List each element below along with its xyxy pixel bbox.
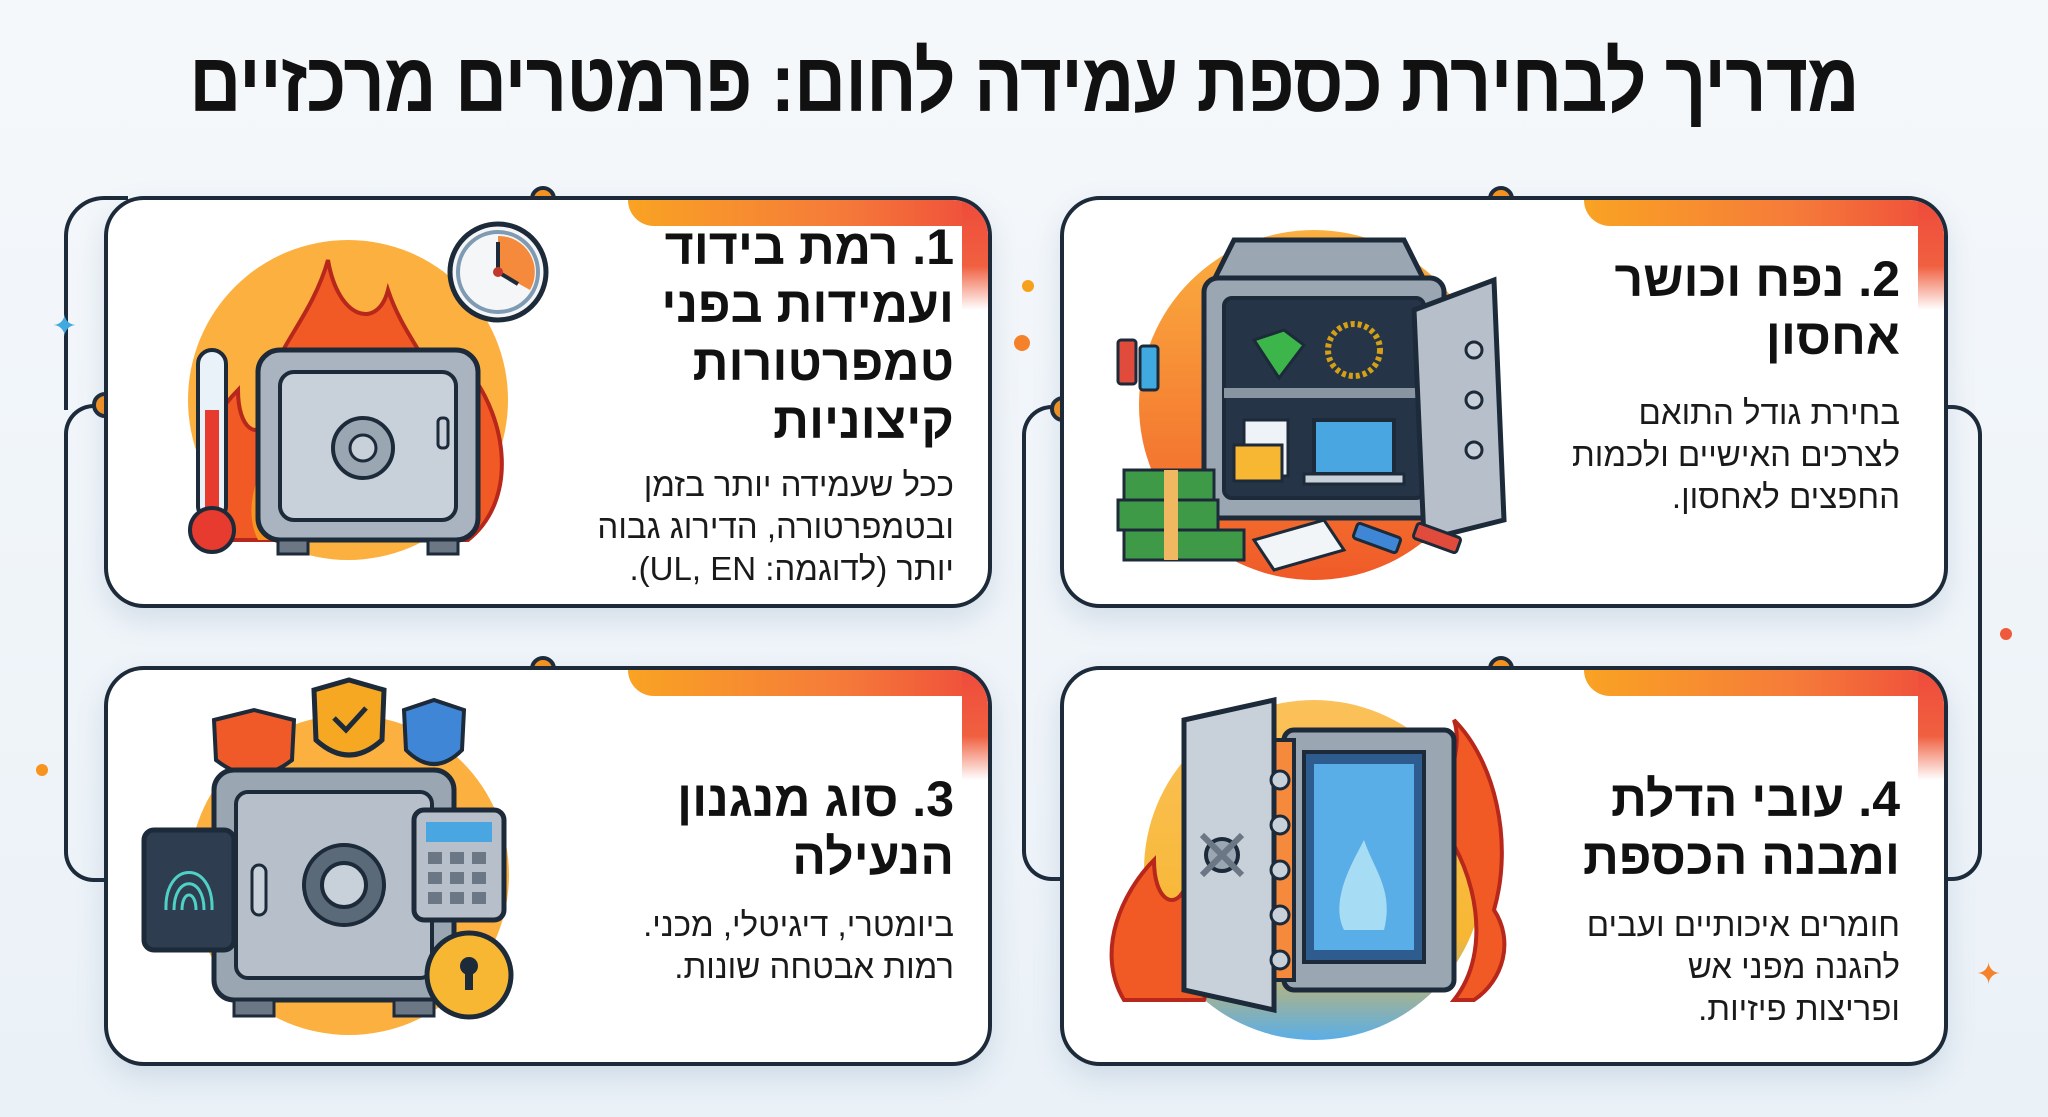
open-safe-valuables-icon: ✦ — [1104, 220, 1524, 590]
thick-door-safe-fire-icon — [1094, 680, 1514, 1050]
decor-dot — [36, 764, 48, 776]
card-insulation: 1. רמת בידוד ועמידות בפני טמפרטורות קיצו… — [104, 196, 992, 608]
card-accent-bar — [1584, 670, 1944, 696]
card-title: 1. רמת בידוד ועמידות בפני טמפרטורות קיצו… — [661, 219, 954, 449]
decor-dot — [1014, 335, 1030, 351]
card-accent-edge — [1918, 200, 1944, 310]
card-lock-mechanism: 3. סוג מנגנון הנעילה ביומטרי, דיגיטלי, מ… — [104, 666, 992, 1066]
connector-left — [64, 196, 128, 410]
card-accent-bar — [628, 670, 988, 696]
safe-lock-mechanisms-icon — [134, 670, 554, 1050]
card-description: חומרים איכותיים ועבים להגנה מפני אש ופרי… — [1586, 906, 1900, 1027]
card-text: 1. רמת בידוד ועמידות בפני טמפרטורות קיצו… — [514, 218, 954, 590]
page-title: מדריך לבחירת כספת עמידה לחום: פרמטרים מר… — [189, 35, 1859, 129]
card-accent-edge — [962, 670, 988, 780]
sparkle-icon: ✦ — [52, 309, 78, 344]
card-title: 3. סוג מנגנון הנעילה — [677, 771, 954, 885]
card-text: 3. סוג מנגנון הנעילה ביומטרי, דיגיטלי, מ… — [554, 770, 954, 988]
card-accent-edge — [1918, 670, 1944, 780]
card-title: 2. נפח וכושר אחסון — [1614, 251, 1900, 365]
card-description: ככל שעמידה יותר בזמן ובטמפרטורה, הדירוג … — [597, 466, 954, 587]
connector-center — [1022, 405, 1064, 881]
card-description: בחירת גודל התואם לצרכים האישיים ולכמות ה… — [1572, 394, 1900, 515]
card-accent-bar — [1584, 200, 1944, 226]
card-door-thickness: 4. עובי הדלת ומבנה הכספת חומרים איכותיים… — [1060, 666, 1948, 1066]
card-title: 4. עובי הדלת ומבנה הכספת — [1583, 771, 1900, 885]
card-accent-bar — [628, 200, 988, 226]
decor-dot — [2000, 628, 2012, 640]
sparkle-icon: ✦ — [1976, 957, 2002, 992]
card-accent-edge — [962, 200, 988, 310]
fire-safe-thermometer-clock-icon — [138, 200, 558, 570]
connector-right — [1942, 405, 1982, 881]
decor-dot — [1022, 280, 1034, 292]
svg-text:✦: ✦ — [1144, 297, 1166, 327]
card-text: 4. עובי הדלת ומבנה הכספת חומרים איכותיים… — [1500, 770, 1900, 1030]
connector-left-lower — [64, 404, 112, 882]
card-text: 2. נפח וכושר אחסון בחירת גודל התואם לצרכ… — [1520, 250, 1900, 518]
card-description: ביומטרי, דיגיטלי, מכני. רמות אבטחה שונות… — [643, 906, 954, 985]
card-volume-capacity: ✦ 2. נפח וכושר אחסון בחירת גודל התואם לצ… — [1060, 196, 1948, 608]
